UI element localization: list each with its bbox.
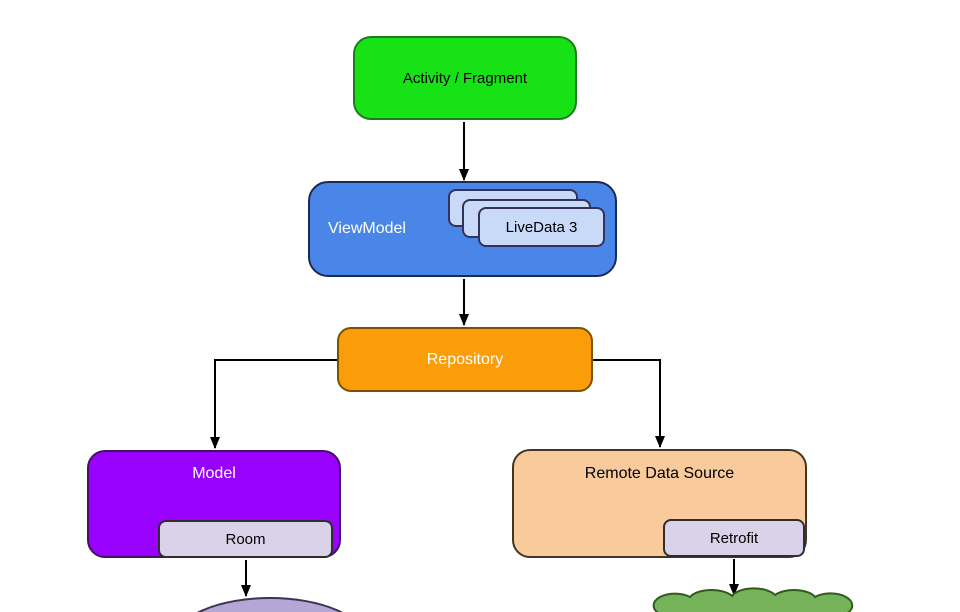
node-repository: Repository <box>337 327 593 392</box>
model-label: Model <box>192 465 236 482</box>
room-label: Room <box>225 530 266 548</box>
livedata-label: LiveData 3 <box>505 218 578 236</box>
viewmodel-label: ViewModel <box>328 220 406 237</box>
livedata-card-front: LiveData 3 <box>478 207 605 247</box>
activity-fragment-label: Activity / Fragment <box>402 69 528 87</box>
network-cloud <box>652 587 854 612</box>
node-retrofit: Retrofit <box>663 519 805 557</box>
node-remote-data-source: Remote Data Source <box>512 449 807 558</box>
edge-repository-model <box>210 359 337 449</box>
edge-repository-remote <box>593 359 665 448</box>
node-activity-fragment: Activity / Fragment <box>353 36 577 120</box>
repository-label: Repository <box>426 350 504 368</box>
database-ellipse <box>197 597 343 612</box>
node-room: Room <box>158 520 333 558</box>
retrofit-label: Retrofit <box>709 529 759 547</box>
remote-data-source-label: Remote Data Source <box>584 465 735 482</box>
